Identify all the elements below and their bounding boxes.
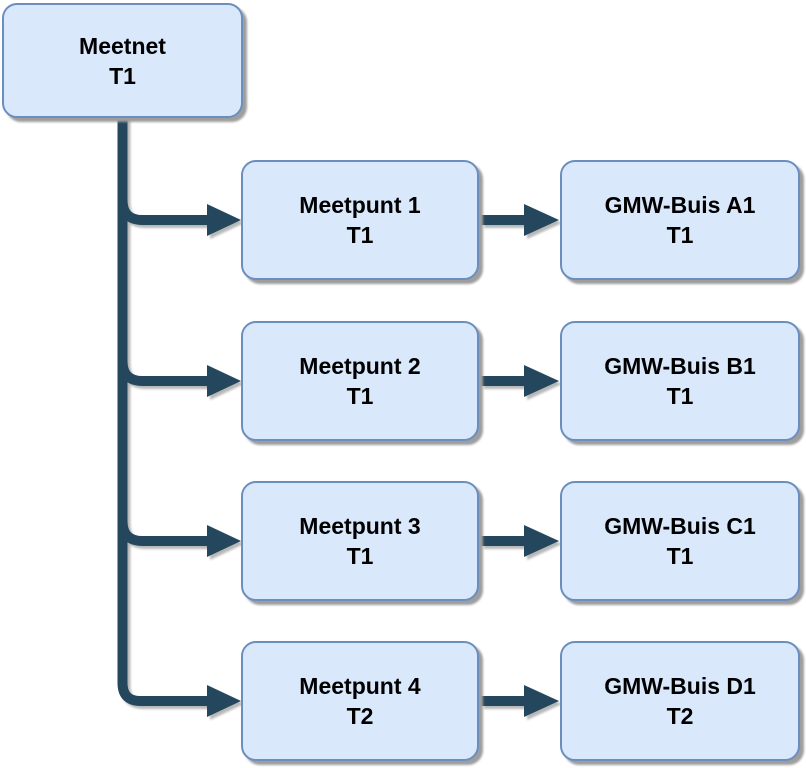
node-title: GMW-Buis A1 [604, 192, 756, 218]
node-tier: T1 [666, 222, 694, 248]
node-meetpunt-1: Meetpunt 1 T1 [241, 160, 479, 280]
arrowhead-gmw-1 [524, 204, 559, 236]
node-meetnet: Meetnet T1 [2, 3, 243, 118]
node-tier: T1 [666, 383, 694, 409]
arrowhead-gmw-4 [524, 685, 559, 717]
node-title: Meetnet [79, 32, 166, 59]
node-tier: T2 [666, 703, 694, 729]
arrowhead-meetpunt-3 [207, 525, 241, 557]
connector-branch-3 [117, 520, 209, 546]
node-tier: T1 [346, 383, 374, 409]
node-title: GMW-Buis C1 [604, 513, 756, 539]
node-tier: T1 [109, 62, 136, 89]
node-title: Meetpunt 4 [299, 673, 421, 699]
node-tier: T1 [346, 543, 374, 569]
node-title: GMW-Buis B1 [604, 353, 756, 379]
connector-branch-1 [117, 199, 209, 225]
node-title: GMW-Buis D1 [604, 673, 756, 699]
node-tier: T1 [346, 222, 374, 248]
arrowhead-gmw-3 [524, 525, 559, 557]
node-title: Meetpunt 1 [299, 192, 421, 218]
connector-branch-2 [117, 360, 209, 386]
connector-trunk [117, 112, 209, 706]
node-gmw-buis-c1: GMW-Buis C1 T1 [560, 481, 800, 601]
node-meetpunt-3: Meetpunt 3 T1 [241, 481, 479, 601]
arrowhead-meetpunt-1 [207, 204, 241, 236]
node-title: Meetpunt 3 [299, 513, 421, 539]
arrowhead-gmw-2 [524, 365, 559, 397]
node-meetpunt-4: Meetpunt 4 T2 [241, 641, 479, 761]
node-title: Meetpunt 2 [299, 353, 421, 379]
node-tier: T2 [346, 703, 374, 729]
arrowhead-meetpunt-2 [207, 365, 241, 397]
arrowhead-meetpunt-4 [207, 685, 241, 717]
node-gmw-buis-d1: GMW-Buis D1 T2 [560, 641, 800, 761]
node-gmw-buis-a1: GMW-Buis A1 T1 [560, 160, 800, 280]
node-tier: T1 [666, 543, 694, 569]
node-meetpunt-2: Meetpunt 2 T1 [241, 321, 479, 441]
node-gmw-buis-b1: GMW-Buis B1 T1 [560, 321, 800, 441]
